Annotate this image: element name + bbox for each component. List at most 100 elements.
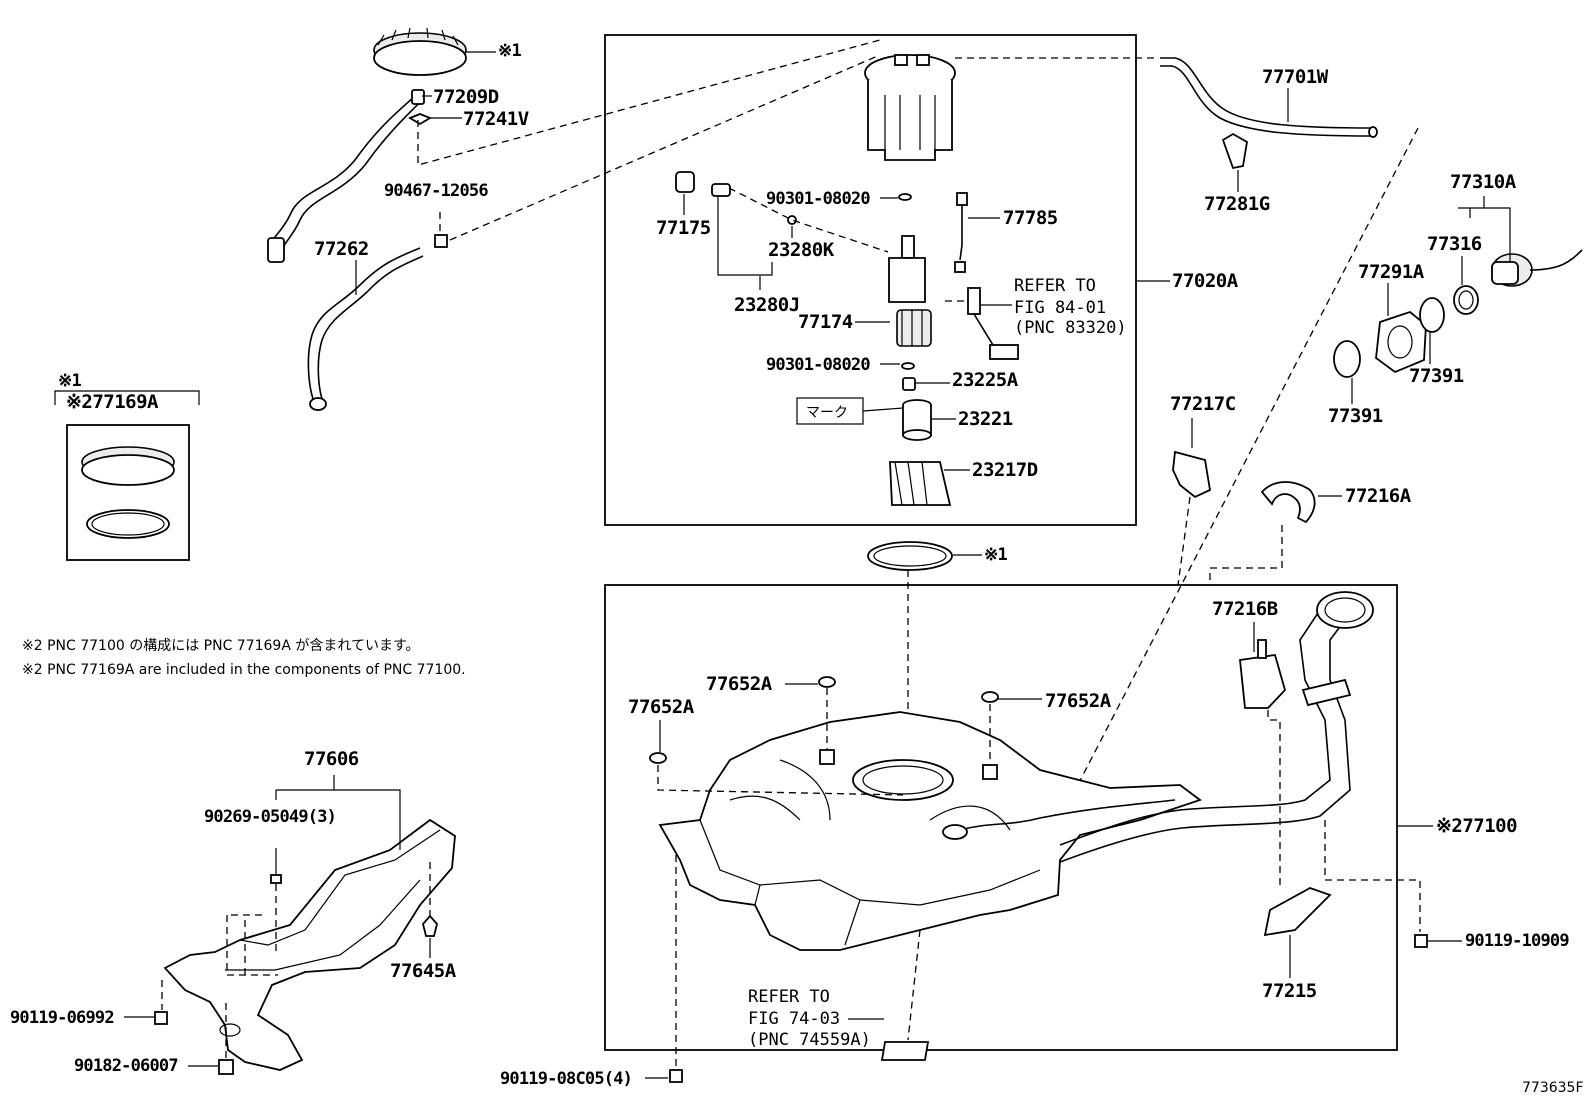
label-77652A-a: 77652A xyxy=(628,696,695,718)
o-ring-77391-b xyxy=(1419,297,1445,333)
fuel-pump-23221 xyxy=(902,399,932,441)
fuel-pump-assembly-frame xyxy=(604,34,1137,526)
label-90301-08020-b: 90301-08020 xyxy=(766,355,870,375)
label-77701W: 77701W xyxy=(1262,66,1329,88)
clip-77281G xyxy=(1221,132,1248,170)
label-90467-12056: 90467-12056 xyxy=(384,181,488,201)
figure-code: 773635F xyxy=(1522,1080,1584,1096)
o-ring-90301-08020-b xyxy=(901,362,915,370)
plug-77652A-b xyxy=(818,676,836,765)
label-77606: 77606 xyxy=(304,748,359,770)
suction-filter-23217D xyxy=(889,461,952,506)
pressure-regulator-77175 xyxy=(675,171,695,193)
bolt-90269-05049 xyxy=(270,848,282,884)
label-90301-08020-a: 90301-08020 xyxy=(766,189,870,209)
label-23225A: 23225A xyxy=(952,369,1019,391)
lock-ring-kit-gasket xyxy=(86,509,170,539)
label-ring-note-top: ※1 xyxy=(498,41,521,61)
label-77262: 77262 xyxy=(314,238,369,260)
nut-90182-06007 xyxy=(218,1059,234,1075)
label-90119-06992: 90119-06992 xyxy=(10,1008,114,1028)
label-77652A-c: 77652A xyxy=(1045,690,1112,712)
label-90119-08C05: 90119-08C05(4) xyxy=(500,1069,632,1089)
label-77100: ※277100 xyxy=(1436,815,1517,837)
fuel-pump-flange xyxy=(864,54,956,161)
label-plate-74559A xyxy=(880,1041,930,1061)
label-refer-b-1: REFER TO xyxy=(748,987,830,1007)
label-23280K: 23280K xyxy=(768,239,835,261)
pump-guide-dash xyxy=(728,187,889,253)
label-77175: 77175 xyxy=(656,217,711,239)
lock-ring-kit-frame xyxy=(66,424,190,561)
bolt-90119-06992 xyxy=(154,1011,168,1025)
bolt-90467-12056 xyxy=(434,234,448,248)
guide-dash-77262 xyxy=(417,39,881,166)
tank-gasket xyxy=(867,541,953,571)
fuel-tank-77100 xyxy=(658,711,1202,951)
label-77291A: 77291A xyxy=(1358,261,1425,283)
label-ring-note-box: ※1 xyxy=(58,371,81,391)
label-90269-05049: 90269-05049(3) xyxy=(204,807,336,827)
cushion-23225A xyxy=(902,377,916,391)
o-ring-23280K xyxy=(787,215,797,225)
label-77217C: 77217C xyxy=(1170,393,1236,415)
lock-ring-part xyxy=(373,27,467,76)
label-mark: マーク xyxy=(806,405,848,421)
o-ring-77391-a xyxy=(1333,340,1361,378)
label-77216B: 77216B xyxy=(1212,598,1278,620)
label-77209D: 77209D xyxy=(433,86,499,108)
bolt-90119-08C05 xyxy=(669,1069,683,1083)
lock-ring-kit-bracket xyxy=(54,390,200,405)
label-77216A: 77216A xyxy=(1345,485,1412,507)
filler-adapter-77291A xyxy=(1375,310,1427,374)
filter-joint-23280J xyxy=(711,183,773,276)
label-refer-a-3: (PNC 83320) xyxy=(1014,318,1127,338)
label-90182-06007: 90182-06007 xyxy=(74,1056,178,1076)
fuel-cap-77310A xyxy=(1491,249,1583,287)
note-japanese: ※2 PNC 77100 の構成には PNC 77169A が含まれています。 xyxy=(22,638,420,654)
label-77241V: 77241V xyxy=(463,108,529,130)
sender-gauge-wire-77785 xyxy=(954,192,968,273)
protector-77216A xyxy=(1260,481,1316,524)
protector-77217C xyxy=(1172,450,1212,499)
breather-tube xyxy=(942,799,1176,840)
label-refer-b-3: (PNC 74559A) xyxy=(748,1030,871,1050)
guide-dash-77262-b xyxy=(449,54,881,241)
label-refer-a-1: REFER TO xyxy=(1014,276,1096,296)
clip-77645A xyxy=(422,914,438,937)
fuel-tank-assembly-frame xyxy=(604,584,1398,1051)
bolt-90119-10909 xyxy=(1414,934,1428,948)
label-77785: 77785 xyxy=(1003,207,1058,229)
o-ring-90301-08020-a xyxy=(898,193,912,201)
plug-77652A-c xyxy=(981,691,999,780)
gasket-77316 xyxy=(1453,285,1479,315)
label-23221: 23221 xyxy=(958,408,1013,430)
label-23217D: 23217D xyxy=(972,459,1038,481)
vent-tube-77262-lower xyxy=(307,247,424,411)
band-77215 xyxy=(1263,887,1332,937)
fuel-tube-77701W xyxy=(1160,57,1378,138)
pump-bracket-77174 xyxy=(888,235,932,347)
vent-tube-77262-upper xyxy=(267,89,425,263)
label-77215: 77215 xyxy=(1262,980,1317,1002)
fuel-filler-pipe xyxy=(1059,591,1374,863)
label-77645A: 77645A xyxy=(390,960,457,982)
bracket-77216B xyxy=(1239,639,1287,709)
label-77391-a: 77391 xyxy=(1409,365,1464,387)
label-77174: 77174 xyxy=(798,311,853,333)
label-77169A: ※277169A xyxy=(66,391,159,413)
label-77310A: 77310A xyxy=(1450,171,1517,193)
sender-float-arm xyxy=(967,287,1019,360)
label-90119-10909: 90119-10909 xyxy=(1465,931,1569,951)
label-77391-b: 77391 xyxy=(1328,405,1383,427)
label-refer-a-2: FIG 84-01 xyxy=(1014,298,1106,318)
label-77281G: 77281G xyxy=(1204,193,1270,215)
clamp-77241V xyxy=(407,113,433,126)
label-77020A: 77020A xyxy=(1172,270,1239,292)
label-77316: 77316 xyxy=(1427,233,1482,255)
label-refer-b-2: FIG 74-03 xyxy=(748,1009,840,1029)
label-77652A-b: 77652A xyxy=(706,673,773,695)
note-english: ※2 PNC 77169A are included in the compon… xyxy=(22,662,466,678)
heat-insulator-77606 xyxy=(163,818,456,1071)
